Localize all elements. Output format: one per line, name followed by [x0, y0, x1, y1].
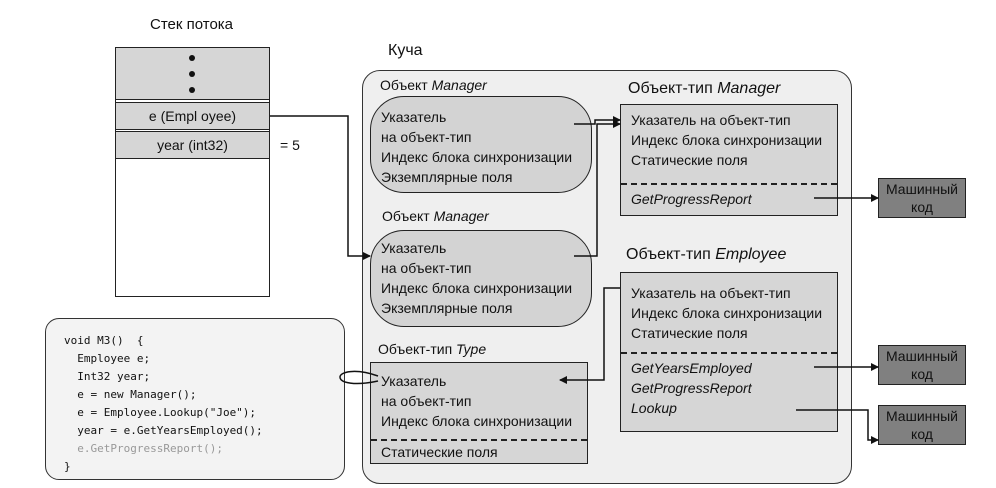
type-employee-method: GetYearsEmployed [631, 360, 752, 376]
obj2-line: на объект-тип [381, 260, 472, 276]
arrow-type-loop [339, 370, 379, 385]
machine-code-line: Машинный [885, 408, 958, 424]
type-employee-method: GetProgressReport [631, 380, 752, 396]
obj1-line: на объект-тип [381, 129, 472, 145]
arrow-obj1-to-type [574, 116, 621, 125]
type-object-manager: Указатель на объект-тип Индекс блока син… [620, 104, 838, 216]
machine-code-line: код [911, 426, 933, 442]
code-line: Employee e; [64, 352, 151, 365]
stack-slot-e: e (Empl oyee) [115, 102, 270, 130]
manager-object-1: Указатель на объект-тип Индекс блока син… [370, 96, 592, 193]
type-type-line: Указатель [381, 373, 447, 389]
code-line-current: e.GetProgressReport(); [64, 442, 223, 455]
heap-title: Куча [388, 42, 423, 59]
type-type-line: Индекс блока синхронизации [381, 413, 573, 429]
obj1-line: Индекс блока синхронизации [381, 149, 573, 165]
code-snippet: void M3() { Employee e; Int32 year; e = … [45, 318, 345, 480]
type-object-type: Указатель на объект-тип Индекс блока син… [370, 362, 588, 464]
obj1-line: Указатель [381, 109, 447, 125]
stack-title: Стек потока [150, 16, 234, 33]
type-manager-line: Указатель на объект-тип [631, 112, 791, 128]
machine-code-box: Машинный код [878, 178, 966, 218]
type-type-static: Статические поля [381, 444, 498, 460]
obj2-caption: Объект Manager [382, 208, 489, 224]
type-manager-caption: Объект-тип Manager [628, 80, 781, 97]
machine-code-line: код [911, 199, 933, 215]
obj1-line: Экземплярные поля [381, 169, 513, 185]
code-line: e = new Manager(); [64, 388, 197, 401]
machine-code-line: Машинный [885, 181, 958, 197]
arrow-e-to-object [270, 115, 371, 260]
machine-code-line: Машинный [885, 348, 958, 364]
type-employee-line: Указатель на объект-тип [631, 285, 791, 301]
dashed-separator [371, 439, 587, 441]
type-employee-line: Статические поля [631, 325, 748, 341]
code-line: } [64, 460, 71, 473]
machine-code-box: Машинный код [878, 405, 966, 445]
type-object-employee: Указатель на объект-тип Индекс блока син… [620, 272, 838, 432]
ellipsis-dot [189, 55, 195, 61]
obj2-line: Указатель [381, 240, 447, 256]
code-line: Int32 year; [64, 370, 151, 383]
type-type-line: на объект-тип [381, 393, 472, 409]
dashed-separator [621, 183, 837, 185]
year-value: = 5 [280, 137, 300, 153]
type-employee-line: Индекс блока синхронизации [631, 305, 823, 321]
ellipsis-dot [189, 87, 195, 93]
stack-slot-year: year (int32) [115, 131, 270, 159]
obj1-caption: Объект Manager [380, 77, 487, 93]
type-manager-line: Индекс блока синхронизации [631, 132, 823, 148]
dashed-separator [621, 352, 837, 354]
obj2-line: Индекс блока синхронизации [381, 280, 573, 296]
manager-object-2: Указатель на объект-тип Индекс блока син… [370, 230, 592, 327]
ellipsis-dot [189, 71, 195, 77]
type-manager-method: GetProgressReport [631, 191, 752, 207]
type-employee-caption: Объект-тип Employee [626, 246, 787, 263]
machine-code-box: Машинный код [878, 345, 966, 385]
arrow-method-to-code [796, 409, 879, 444]
type-type-caption: Объект-тип Type [378, 341, 487, 357]
obj2-line: Экземплярные поля [381, 300, 513, 316]
code-line: void M3() { [64, 334, 144, 347]
machine-code-line: код [911, 366, 933, 382]
type-employee-method: Lookup [631, 400, 677, 416]
type-manager-line: Статические поля [631, 152, 748, 168]
arrow-obj2-to-type [574, 120, 621, 257]
arrow-employee-to-type [559, 287, 620, 384]
code-line: year = e.GetYearsEmployed(); [64, 424, 263, 437]
code-line: e = Employee.Lookup("Joe"); [64, 406, 257, 419]
